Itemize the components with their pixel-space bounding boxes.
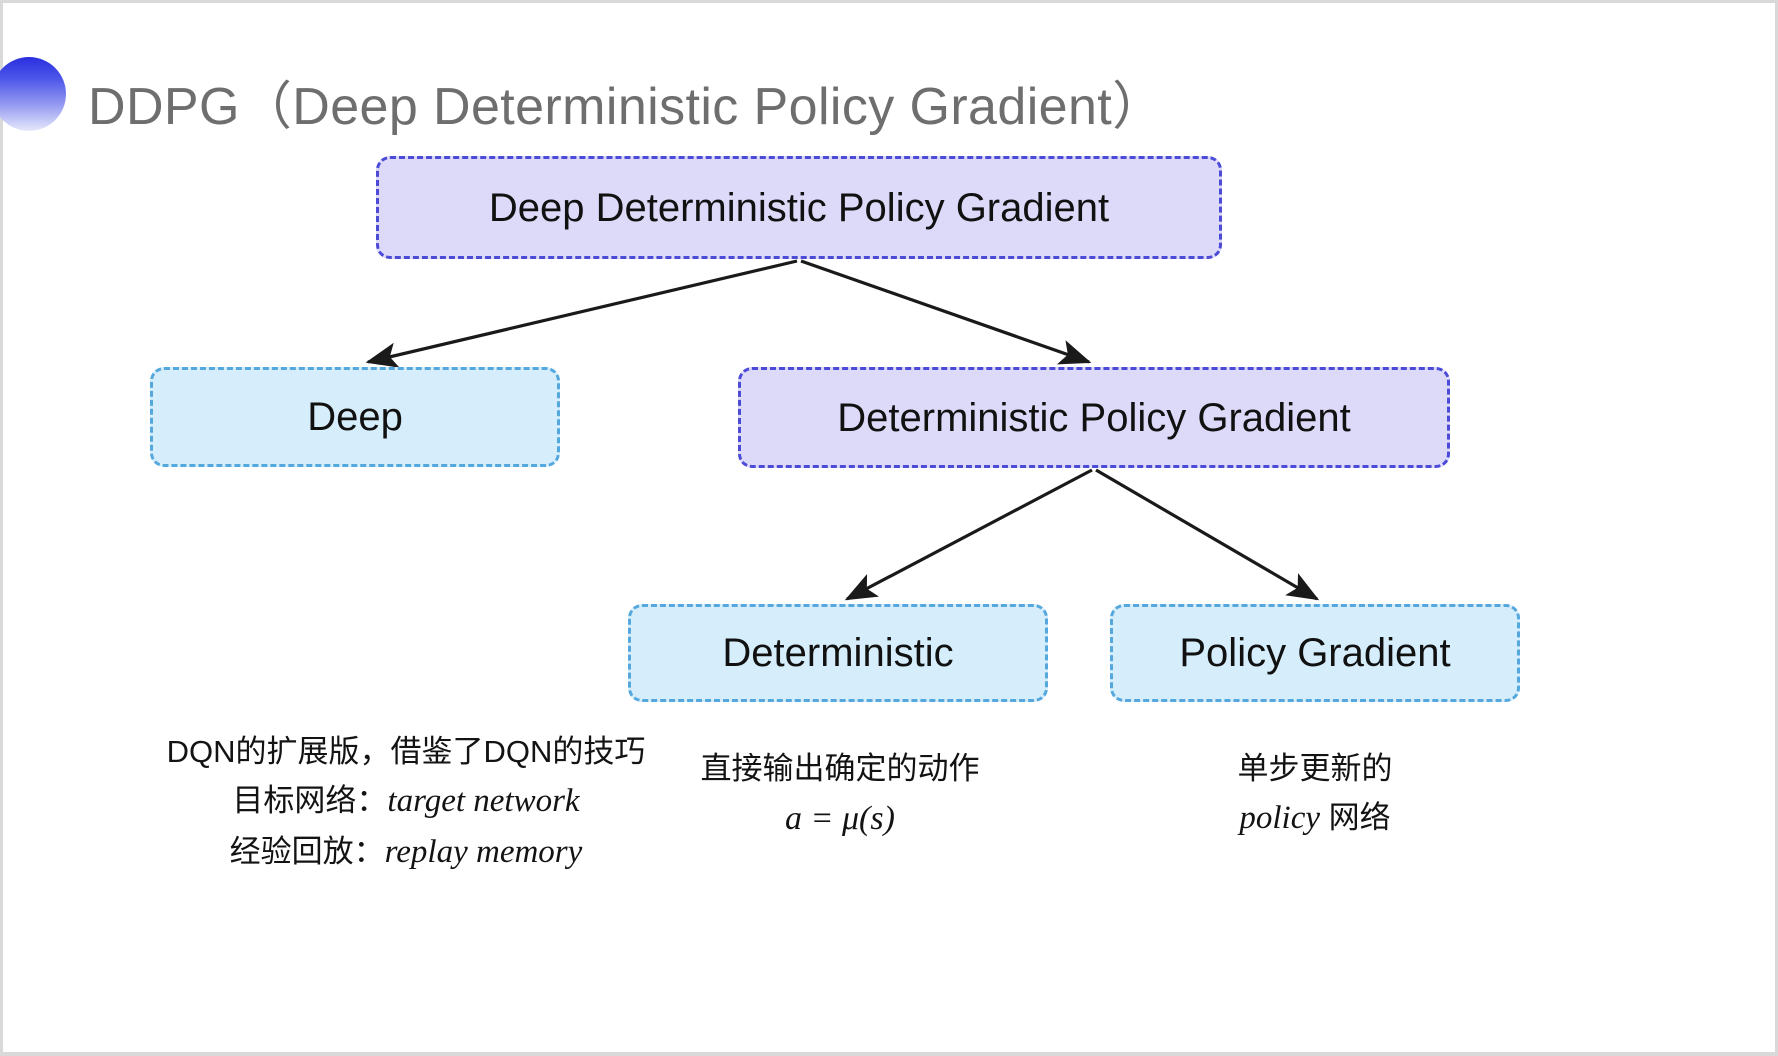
caption-policy-gradient-line1: 单步更新的: [1237, 751, 1393, 786]
caption-deterministic: 直接输出确定的动作 a = μ(s): [640, 745, 1040, 846]
edge-root-to-deep: [365, 259, 798, 368]
caption-deep-line2: 目标网络：target network: [96, 776, 716, 827]
slide-border-bottom: [0, 1052, 1778, 1056]
caption-policy-gradient: 单步更新的 policy 网络: [1120, 745, 1510, 844]
caption-deterministic-line1: 直接输出确定的动作: [700, 751, 980, 786]
caption-policy-gradient-suffix: 网络: [1320, 800, 1391, 836]
caption-deep-line3-label: 经验回放：: [229, 834, 385, 870]
caption-deep-line3: 经验回放：replay memory: [96, 827, 716, 878]
page-title: DDPG（Deep Deterministic Policy Gradient）: [88, 78, 1165, 136]
slide-border-left: [0, 0, 3, 1056]
caption-deep: DQN的扩展版，借鉴了DQN的技巧 目标网络：target network 经验…: [96, 728, 716, 878]
caption-deep-line2-term: target network: [387, 783, 580, 820]
slide-border-right: [1775, 0, 1778, 1056]
caption-deep-line3-term: replay memory: [384, 834, 583, 871]
edge-dpg-to-policy-gradient: [1095, 468, 1320, 601]
gradient-circle-bullet-icon: [0, 57, 66, 131]
node-deep-deterministic-policy-gradient[interactable]: Deep Deterministic Policy Gradient: [376, 156, 1222, 259]
node-deep[interactable]: Deep: [150, 367, 560, 467]
edge-dpg-to-deterministic: [844, 468, 1093, 601]
caption-deep-line1: DQN的扩展版，借鉴了DQN的技巧: [166, 734, 646, 769]
caption-deterministic-formula: a = μ(s): [785, 800, 895, 838]
node-deterministic[interactable]: Deterministic: [628, 604, 1048, 702]
caption-policy-gradient-line2: policy 网络: [1120, 793, 1510, 844]
caption-policy-gradient-term: policy: [1239, 800, 1320, 837]
caption-deep-line2-label: 目标网络：: [232, 783, 388, 819]
node-policy-gradient[interactable]: Policy Gradient: [1110, 604, 1520, 702]
node-deterministic-policy-gradient[interactable]: Deterministic Policy Gradient: [738, 367, 1450, 468]
edge-root-to-dpg: [800, 259, 1092, 365]
slide-border-top: [0, 0, 1778, 3]
